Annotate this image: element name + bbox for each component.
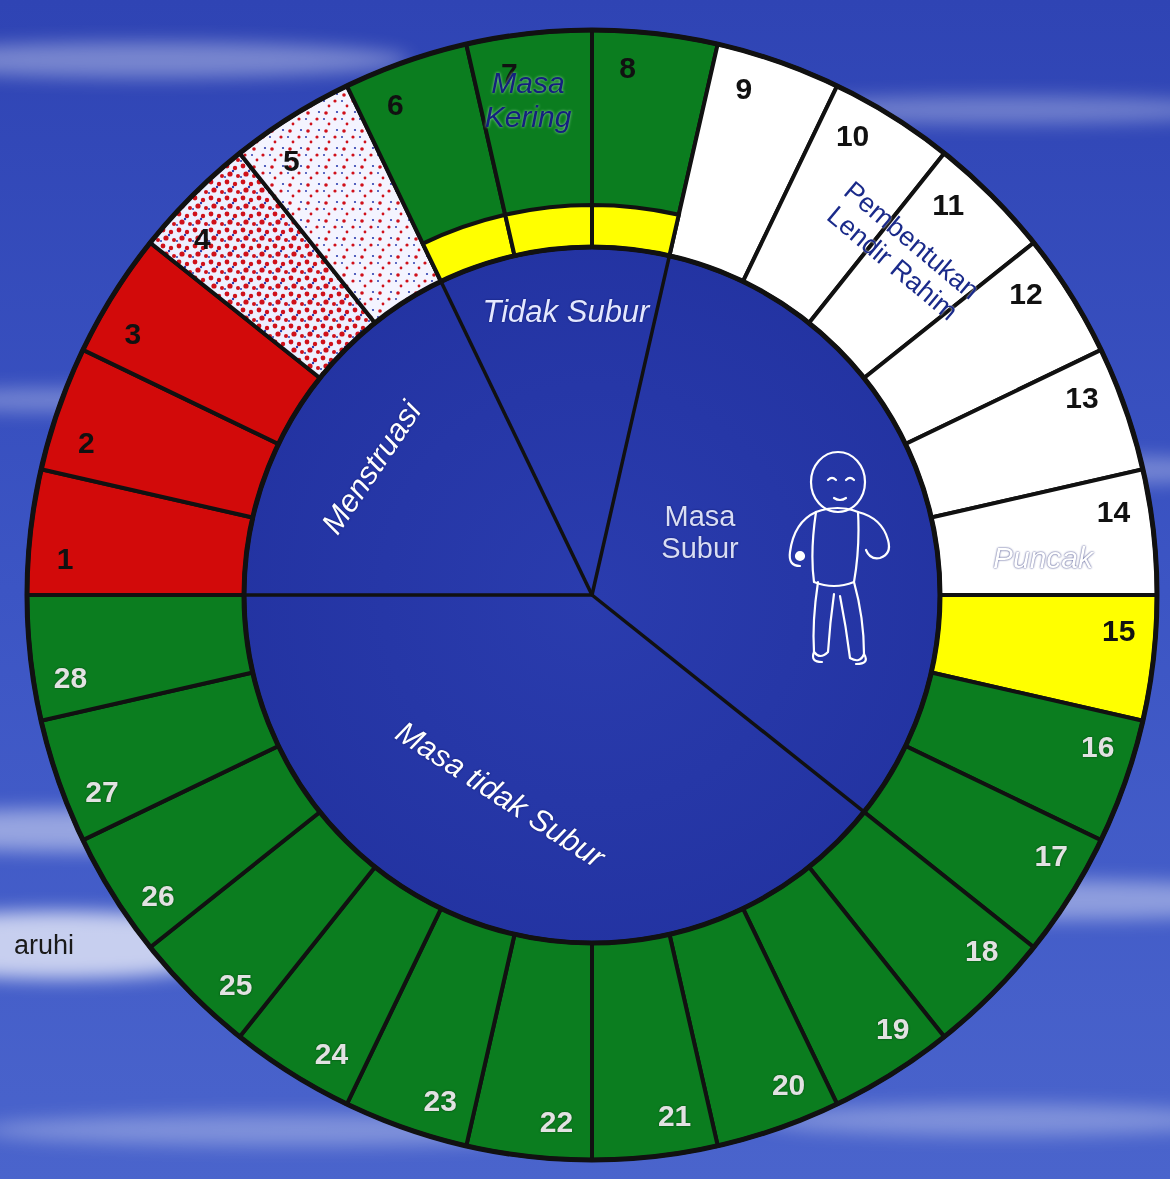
inner-disk [244, 247, 940, 943]
phase-note: aruhi [14, 930, 74, 960]
inner-rim [244, 247, 940, 943]
sector-label: Masa Subur [635, 500, 765, 565]
phase-note: Pembentukan Lendir Rahim [798, 158, 1005, 346]
day-number: 8 [619, 51, 636, 85]
cycle-sector: Masa Subur [631, 496, 769, 569]
day-number: 5 [283, 144, 300, 178]
day-segment [931, 469, 1157, 595]
day-segment [27, 595, 253, 721]
day-number: 28 [54, 661, 87, 695]
day-number: 6 [387, 88, 404, 122]
day-number: 22 [540, 1105, 573, 1139]
sector-divider [244, 593, 592, 597]
cycle-sector: Tidak Subur [477, 291, 655, 334]
day-number: 1 [57, 543, 74, 577]
baby-figure [790, 452, 889, 664]
day-number: 13 [1065, 382, 1098, 416]
day-number: 11 [932, 188, 964, 222]
cycle-sector: Menstruasi [310, 390, 435, 546]
day-number: 19 [876, 1012, 909, 1046]
day-number: 17 [1035, 839, 1068, 873]
day-number: 25 [219, 968, 252, 1002]
day-number: 15 [1102, 614, 1135, 648]
day-number: 18 [965, 934, 998, 968]
day-number: 14 [1097, 496, 1130, 530]
phase-note: Masa Kering [453, 66, 603, 133]
cycle-sector: Masa tidak Subur [384, 709, 616, 881]
day-number: 2 [78, 426, 95, 460]
day-number: 12 [1009, 278, 1042, 312]
day-number: 3 [124, 318, 141, 352]
day-number: 9 [736, 73, 753, 107]
day-number: 27 [85, 775, 118, 809]
day-segment [592, 934, 718, 1160]
day-number: 24 [315, 1037, 348, 1071]
outer-rim [27, 30, 1157, 1160]
day-number: 26 [141, 879, 174, 913]
day-number: 10 [836, 119, 869, 153]
sector-divider [592, 595, 864, 812]
sector-label: Masa tidak Subur [389, 715, 610, 876]
day-number: 21 [658, 1100, 691, 1134]
day-number: 4 [194, 222, 211, 256]
sector-label: Menstruasi [315, 395, 429, 540]
phase-note: Puncak [993, 541, 1093, 575]
day-number: 16 [1081, 730, 1114, 764]
day-number: 20 [772, 1068, 805, 1102]
day-number: 23 [423, 1084, 456, 1118]
sector-label: Tidak Subur [481, 295, 651, 330]
